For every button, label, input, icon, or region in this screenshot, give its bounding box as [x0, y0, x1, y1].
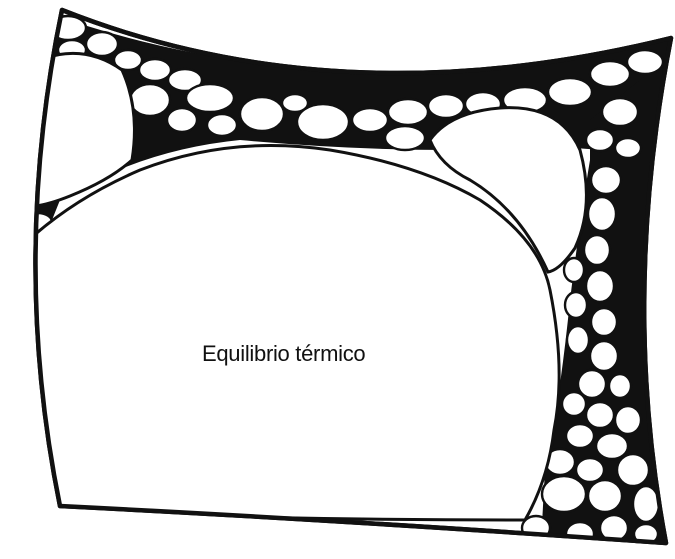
equilibrium-basin — [20, 146, 559, 521]
pore-network — [10, 10, 675, 559]
equilibrium-label: Equilibrio térmico — [202, 341, 365, 367]
